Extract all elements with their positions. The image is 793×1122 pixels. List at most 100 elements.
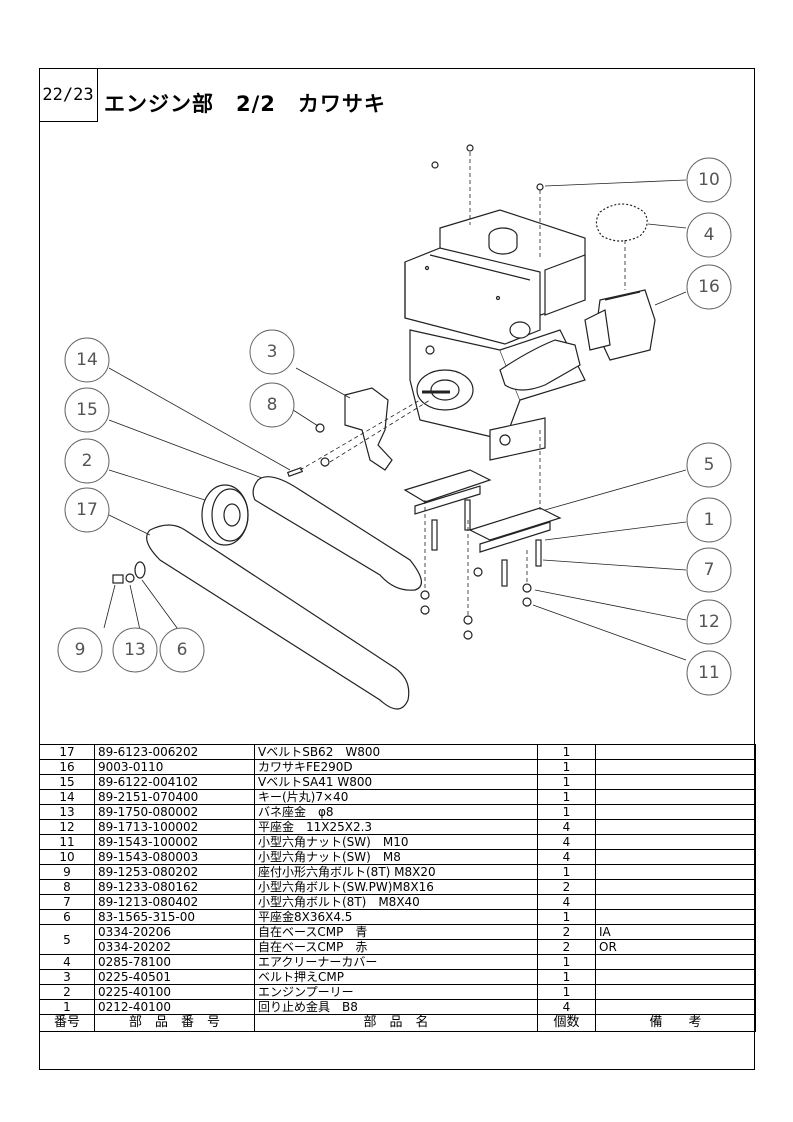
callout-14-balloon bbox=[64, 337, 110, 383]
callout-17: 17 bbox=[76, 500, 98, 520]
cell-qty: 1 bbox=[537, 759, 596, 775]
cell-qty: 1 bbox=[537, 969, 596, 985]
cell-part-name: 自在ベースCMP 赤 bbox=[254, 939, 538, 955]
cell-remarks bbox=[595, 774, 756, 790]
cell-part-name: 平座金8X36X4.5 bbox=[254, 909, 538, 925]
cell-part-name: バネ座金 φ8 bbox=[254, 804, 538, 820]
callout-17-balloon bbox=[64, 487, 110, 533]
cell-remarks bbox=[595, 759, 756, 775]
callout-10: 10 bbox=[698, 170, 720, 190]
callout-14: 14 bbox=[76, 350, 98, 370]
engine-illustration bbox=[404, 209, 656, 461]
cell-no: 6 bbox=[39, 909, 95, 925]
cell-part-number: 0225-40501 bbox=[94, 969, 255, 985]
callout-2-balloon bbox=[64, 438, 110, 484]
callout-7-balloon bbox=[686, 547, 732, 593]
page-number: 22/23 bbox=[39, 68, 98, 122]
cell-remarks bbox=[595, 879, 756, 895]
cell-part-number: 89-1543-100002 bbox=[94, 834, 255, 850]
cell-no: 17 bbox=[39, 744, 95, 760]
callout-3: 3 bbox=[267, 342, 278, 362]
cell-part-number: 89-1233-080162 bbox=[94, 879, 255, 895]
cell-part-number: 89-1713-100002 bbox=[94, 819, 255, 835]
table-header-row: 番号 部 品 番 号 部 品 名 個数 備 考 bbox=[39, 1014, 756, 1032]
cell-qty: 2 bbox=[537, 939, 596, 955]
cell-no: 2 bbox=[39, 984, 95, 1000]
cell-qty: 4 bbox=[537, 834, 596, 850]
cell-part-number: 0334-20202 bbox=[94, 939, 255, 955]
cell-part-number: 83-1565-315-00 bbox=[94, 909, 255, 925]
callout-1: 1 bbox=[704, 510, 715, 530]
cell-remarks bbox=[595, 999, 756, 1015]
cell-no: 16 bbox=[39, 759, 95, 775]
callout-10-balloon bbox=[686, 157, 732, 203]
callout-4-balloon bbox=[686, 212, 732, 258]
cell-qty: 1 bbox=[537, 744, 596, 760]
cell-no: 7 bbox=[39, 894, 95, 910]
header-qty: 個数 bbox=[537, 1014, 596, 1032]
cell-qty: 2 bbox=[537, 879, 596, 895]
cell-part-number: 89-6122-004102 bbox=[94, 774, 255, 790]
cell-remarks bbox=[595, 909, 756, 925]
cell-part-name: 小型六角ナット(SW) M8 bbox=[254, 849, 538, 865]
callout-9: 9 bbox=[75, 640, 86, 660]
cell-part-number: 89-1253-080202 bbox=[94, 864, 255, 880]
callout-15: 15 bbox=[76, 400, 98, 420]
callout-1-balloon bbox=[686, 497, 732, 543]
cell-no: 8 bbox=[39, 879, 95, 895]
cell-no: 3 bbox=[39, 969, 95, 985]
cell-remarks bbox=[595, 789, 756, 805]
callout-5: 5 bbox=[704, 455, 715, 475]
cell-part-name: キー(片丸)7×40 bbox=[254, 789, 538, 805]
cell-qty: 4 bbox=[537, 819, 596, 835]
header-no: 番号 bbox=[39, 1014, 95, 1032]
cell-part-number: 0334-20206 bbox=[94, 924, 255, 940]
cell-qty: 1 bbox=[537, 864, 596, 880]
callout-2: 2 bbox=[82, 451, 93, 471]
exploded-diagram: 10 4 16 3 14 8 15 2 17 5 1 7 12 11 9 13 … bbox=[57, 144, 732, 710]
cell-remarks bbox=[595, 954, 756, 970]
cell-part-number: 9003-0110 bbox=[94, 759, 255, 775]
cell-no: 13 bbox=[39, 804, 95, 820]
callout-8: 8 bbox=[267, 395, 278, 415]
cell-qty: 4 bbox=[537, 849, 596, 865]
cell-part-name: ベルト押えCMP bbox=[254, 969, 538, 985]
cell-part-name: 小型六角ナット(SW) M10 bbox=[254, 834, 538, 850]
callout-15-balloon bbox=[64, 387, 110, 433]
cell-part-number: 89-1213-080402 bbox=[94, 894, 255, 910]
cell-part-number: 89-1543-080003 bbox=[94, 849, 255, 865]
header-part-name: 部 品 名 bbox=[254, 1014, 538, 1032]
cell-no: 12 bbox=[39, 819, 95, 835]
cell-part-name: 平座金 11X25X2.3 bbox=[254, 819, 538, 835]
callout-16-balloon bbox=[686, 264, 732, 310]
cell-qty: 2 bbox=[537, 924, 596, 940]
callout-8-balloon bbox=[249, 382, 295, 428]
cell-part-number: 89-6123-006202 bbox=[94, 744, 255, 760]
cell-remarks bbox=[595, 984, 756, 1000]
callout-4: 4 bbox=[704, 225, 715, 245]
cell-qty: 1 bbox=[537, 909, 596, 925]
cell-remarks bbox=[595, 849, 756, 865]
cell-qty: 4 bbox=[537, 894, 596, 910]
cell-part-number: 0212-40100 bbox=[94, 999, 255, 1015]
cell-qty: 4 bbox=[537, 999, 596, 1015]
cell-qty: 1 bbox=[537, 984, 596, 1000]
callout-6: 6 bbox=[177, 640, 188, 660]
callout-6-balloon bbox=[159, 627, 205, 673]
cell-remarks bbox=[595, 834, 756, 850]
cell-remarks bbox=[595, 819, 756, 835]
cell-remarks bbox=[595, 969, 756, 985]
cell-no: 15 bbox=[39, 774, 95, 790]
